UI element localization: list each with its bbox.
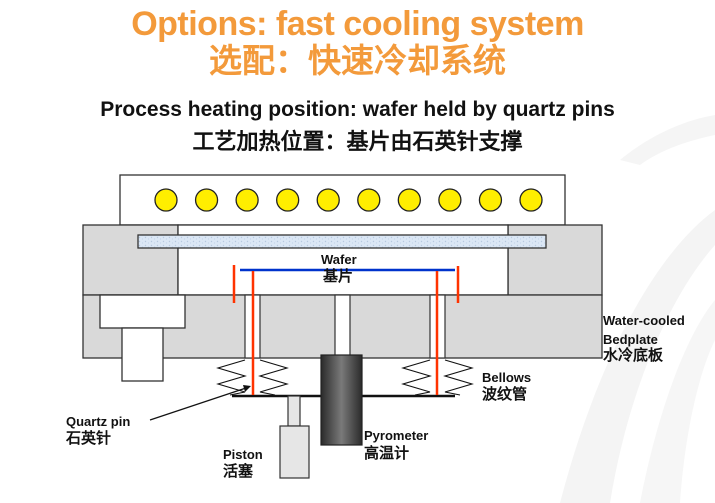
bellows-left-a	[216, 359, 247, 396]
watermark-swirl-2	[640, 300, 715, 503]
wafer-label-zh: 基片	[323, 268, 354, 285]
bedplate-stem	[121, 327, 164, 382]
heating-lamp	[235, 188, 259, 212]
piston-label-en: Piston	[223, 447, 263, 462]
watermark-swirl-1	[560, 210, 715, 503]
piston-label-zh: 活塞	[223, 463, 254, 480]
subtitle-english: Process heating position: wafer held by …	[100, 98, 615, 121]
bellows-right-a	[401, 359, 432, 396]
quartz-pin-leader-line	[149, 387, 247, 421]
heating-lamp	[357, 188, 381, 212]
bellows-left-b	[258, 359, 289, 396]
heating-lamp	[519, 188, 543, 212]
title-chinese: 选配：快速冷却系统	[209, 42, 506, 79]
heating-lamp	[478, 188, 503, 212]
bellows-label-zh: 波纹管	[482, 386, 528, 403]
heating-lamp	[316, 188, 340, 212]
quartz-window	[137, 234, 547, 249]
arrowhead-icon	[243, 385, 251, 392]
heating-lamp	[397, 188, 421, 212]
quartz-pin-label-en: Quartz pin	[66, 414, 131, 429]
bedplate-label-en-2: Bedplate	[603, 332, 658, 347]
pyrometer	[320, 354, 363, 446]
bellows	[216, 359, 474, 396]
bedplate-label-zh: 水冷底板	[603, 347, 664, 364]
bedplate-label-en-1: Water-cooled	[603, 313, 685, 328]
subtitle-chinese: 工艺加热位置：基片由石英针支撑	[192, 129, 523, 154]
heating-lamp	[154, 188, 178, 212]
lamp-array	[154, 188, 543, 212]
bellows-label-en: Bellows	[482, 370, 532, 385]
piston-body	[279, 425, 310, 479]
heating-lamp	[438, 188, 462, 212]
quartz-pin-label-zh: 石英针	[66, 430, 112, 447]
pyrometer-label-en: Pyrometer	[364, 428, 429, 443]
watermark-swirl-3	[620, 115, 715, 165]
heating-lamp	[276, 188, 300, 212]
title-english: Options: fast cooling system	[131, 5, 584, 43]
wafer-label-en: Wafer	[321, 252, 357, 267]
bedplate-cutout	[99, 294, 186, 329]
bellows-right-b	[443, 359, 474, 396]
pyrometer-label-zh: 高温计	[364, 445, 410, 462]
heating-lamp	[194, 188, 219, 212]
piston-rod	[287, 395, 301, 427]
pyrometer-hole	[334, 294, 351, 359]
